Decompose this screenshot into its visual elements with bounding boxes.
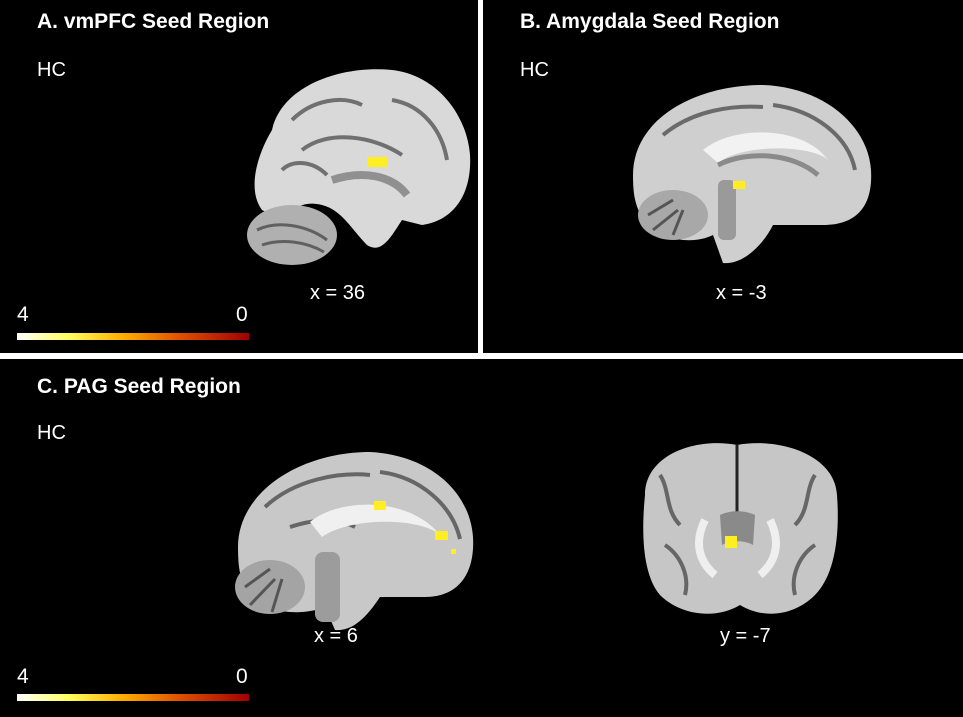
panel-title: A. vmPFC Seed Region xyxy=(37,10,270,33)
group-label: HC xyxy=(37,59,66,81)
activation-cluster xyxy=(725,536,737,548)
panel-pag: C. PAG Seed Region HC x = 6 y = -7 4 0 xyxy=(0,359,963,717)
panel-amygdala: B. Amygdala Seed Region HC x = -3 xyxy=(483,0,963,353)
panel-vmpfc: A. vmPFC Seed Region HC x = 36 4 0 xyxy=(0,0,478,353)
slice-coordinate: x = -3 xyxy=(716,282,767,304)
group-label: HC xyxy=(520,59,549,81)
activation-cluster xyxy=(733,181,745,189)
colorbar-max-label: 4 xyxy=(17,665,29,688)
colorbar xyxy=(17,333,249,340)
vertical-divider xyxy=(478,0,483,357)
slice-coordinate: x = 6 xyxy=(314,625,358,647)
colorbar-max-label: 4 xyxy=(17,303,29,326)
colorbar xyxy=(17,694,249,701)
group-label: HC xyxy=(37,422,66,444)
activation-cluster xyxy=(374,501,386,510)
colorbar-min-label: 0 xyxy=(236,303,248,326)
sagittal-brain-slice xyxy=(633,85,872,264)
activation-cluster xyxy=(367,157,387,167)
activation-cluster xyxy=(451,549,456,554)
activation-cluster xyxy=(435,531,448,540)
sagittal-brain-slice xyxy=(235,452,474,631)
colorbar-min-label: 0 xyxy=(236,665,248,688)
coronal-brain-slice xyxy=(643,443,838,614)
horizontal-divider xyxy=(0,353,963,359)
panel-title: C. PAG Seed Region xyxy=(37,375,241,398)
panel-title: B. Amygdala Seed Region xyxy=(520,10,780,33)
slice-coordinate: y = -7 xyxy=(720,625,771,647)
slice-coordinate: x = 36 xyxy=(310,282,366,304)
sagittal-brain-slice xyxy=(247,69,471,265)
